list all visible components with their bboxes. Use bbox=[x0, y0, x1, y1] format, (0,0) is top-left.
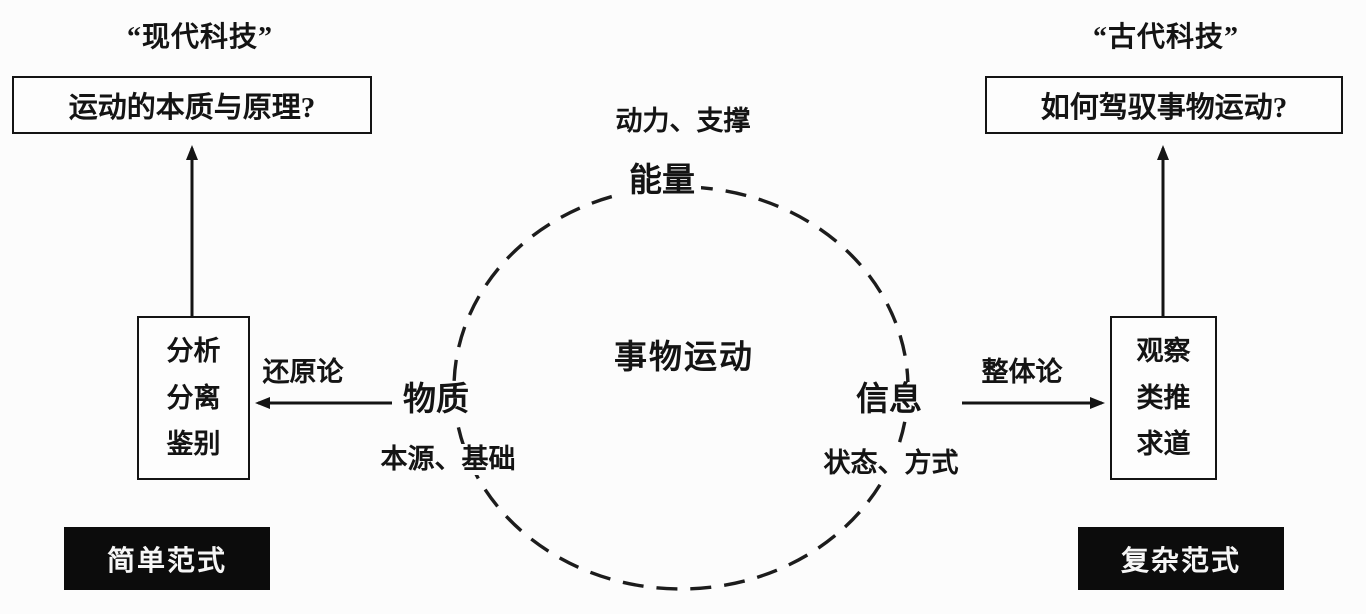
matter-node-label: 物质 bbox=[397, 382, 475, 420]
method-box-reduction: 分析 分离 鉴别 bbox=[137, 316, 250, 480]
question-box-ancient-text: 如何驾驭事物运动? bbox=[1040, 92, 1288, 124]
dashed-cycle-circle bbox=[452, 185, 910, 591]
question-box-modern: 运动的本质与原理? bbox=[12, 76, 372, 134]
question-box-ancient: 如何驾驭事物运动? bbox=[985, 76, 1343, 134]
method-line: 观察 bbox=[1136, 336, 1191, 367]
method-line: 类推 bbox=[1136, 382, 1191, 413]
cycle-center-label: 事物运动 bbox=[608, 340, 760, 378]
energy-annotation: 动力、支撑 bbox=[615, 106, 751, 136]
reductionism-arrow-label: 还原论 bbox=[262, 357, 344, 387]
method-line: 分析 bbox=[166, 336, 221, 367]
paradigm-box-simple: 简单范式 bbox=[64, 527, 270, 590]
paradigm-box-simple-text: 简单范式 bbox=[106, 545, 227, 577]
era-title-modern: “现代科技” bbox=[126, 22, 274, 53]
information-node-label: 信息 bbox=[850, 382, 928, 420]
method-line: 求道 bbox=[1136, 429, 1191, 460]
paradigm-box-complex: 复杂范式 bbox=[1078, 527, 1284, 590]
question-box-modern-text: 运动的本质与原理? bbox=[68, 92, 316, 124]
paradigm-box-complex-text: 复杂范式 bbox=[1120, 545, 1241, 577]
energy-node-label: 能量 bbox=[623, 163, 701, 201]
era-title-ancient: “古代科技” bbox=[1092, 22, 1240, 53]
method-line: 鉴别 bbox=[166, 429, 221, 460]
holism-arrow-label: 整体论 bbox=[981, 357, 1063, 387]
matter-annotation: 本源、基础 bbox=[372, 444, 524, 476]
method-box-holism: 观察 类推 求道 bbox=[1110, 316, 1217, 480]
information-annotation: 状态、方式 bbox=[815, 448, 967, 480]
method-line: 分离 bbox=[166, 382, 221, 413]
